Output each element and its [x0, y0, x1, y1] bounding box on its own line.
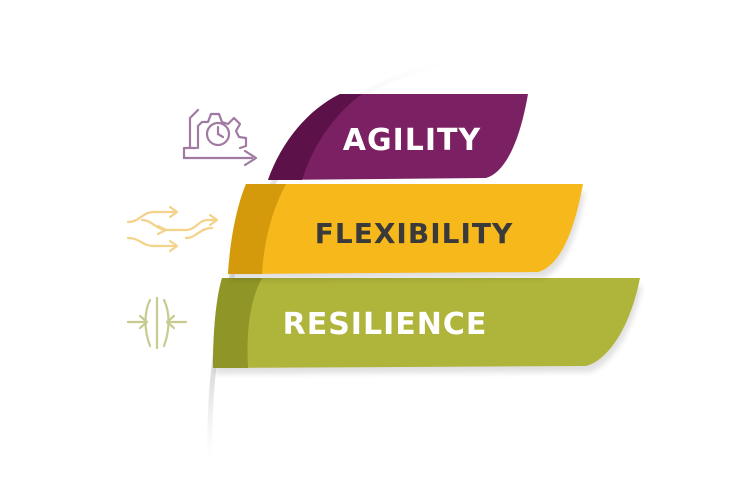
band-resilience-label: RESILIENCE — [283, 307, 488, 342]
band-agility: AGILITY — [268, 94, 528, 180]
band-agility-label: AGILITY — [343, 123, 482, 158]
band-flexibility-label: FLEXIBILITY — [315, 217, 514, 250]
band-flexibility-shape — [228, 184, 583, 274]
branching-arrows-icon — [126, 205, 219, 253]
band-agility-shade — [268, 94, 362, 180]
band-flexibility: FLEXIBILITY — [228, 184, 585, 280]
band-resilience-shape — [213, 278, 640, 368]
compress-arrows-icon — [126, 296, 188, 350]
band-flexibility-shade — [228, 184, 286, 274]
band-resilience: RESILIENCE — [213, 278, 642, 374]
band-resilience-shade — [213, 278, 262, 368]
gear-clock-arrow-icon — [182, 108, 258, 167]
